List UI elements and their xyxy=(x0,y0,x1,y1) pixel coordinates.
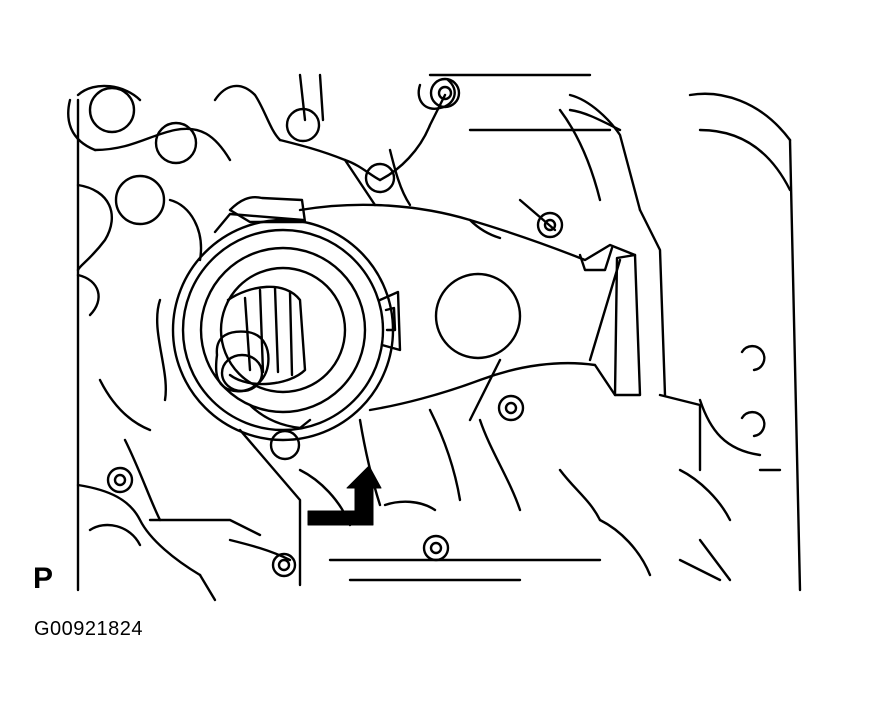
direction-arrow-icon xyxy=(307,465,382,526)
figure-id: G00921824 xyxy=(34,618,144,640)
housing-outline xyxy=(67,73,802,602)
input-shaft xyxy=(214,285,307,393)
release-bearing xyxy=(171,196,402,442)
release-fork xyxy=(298,203,642,412)
casting-bosses xyxy=(88,77,766,578)
view-label: P xyxy=(33,562,54,595)
